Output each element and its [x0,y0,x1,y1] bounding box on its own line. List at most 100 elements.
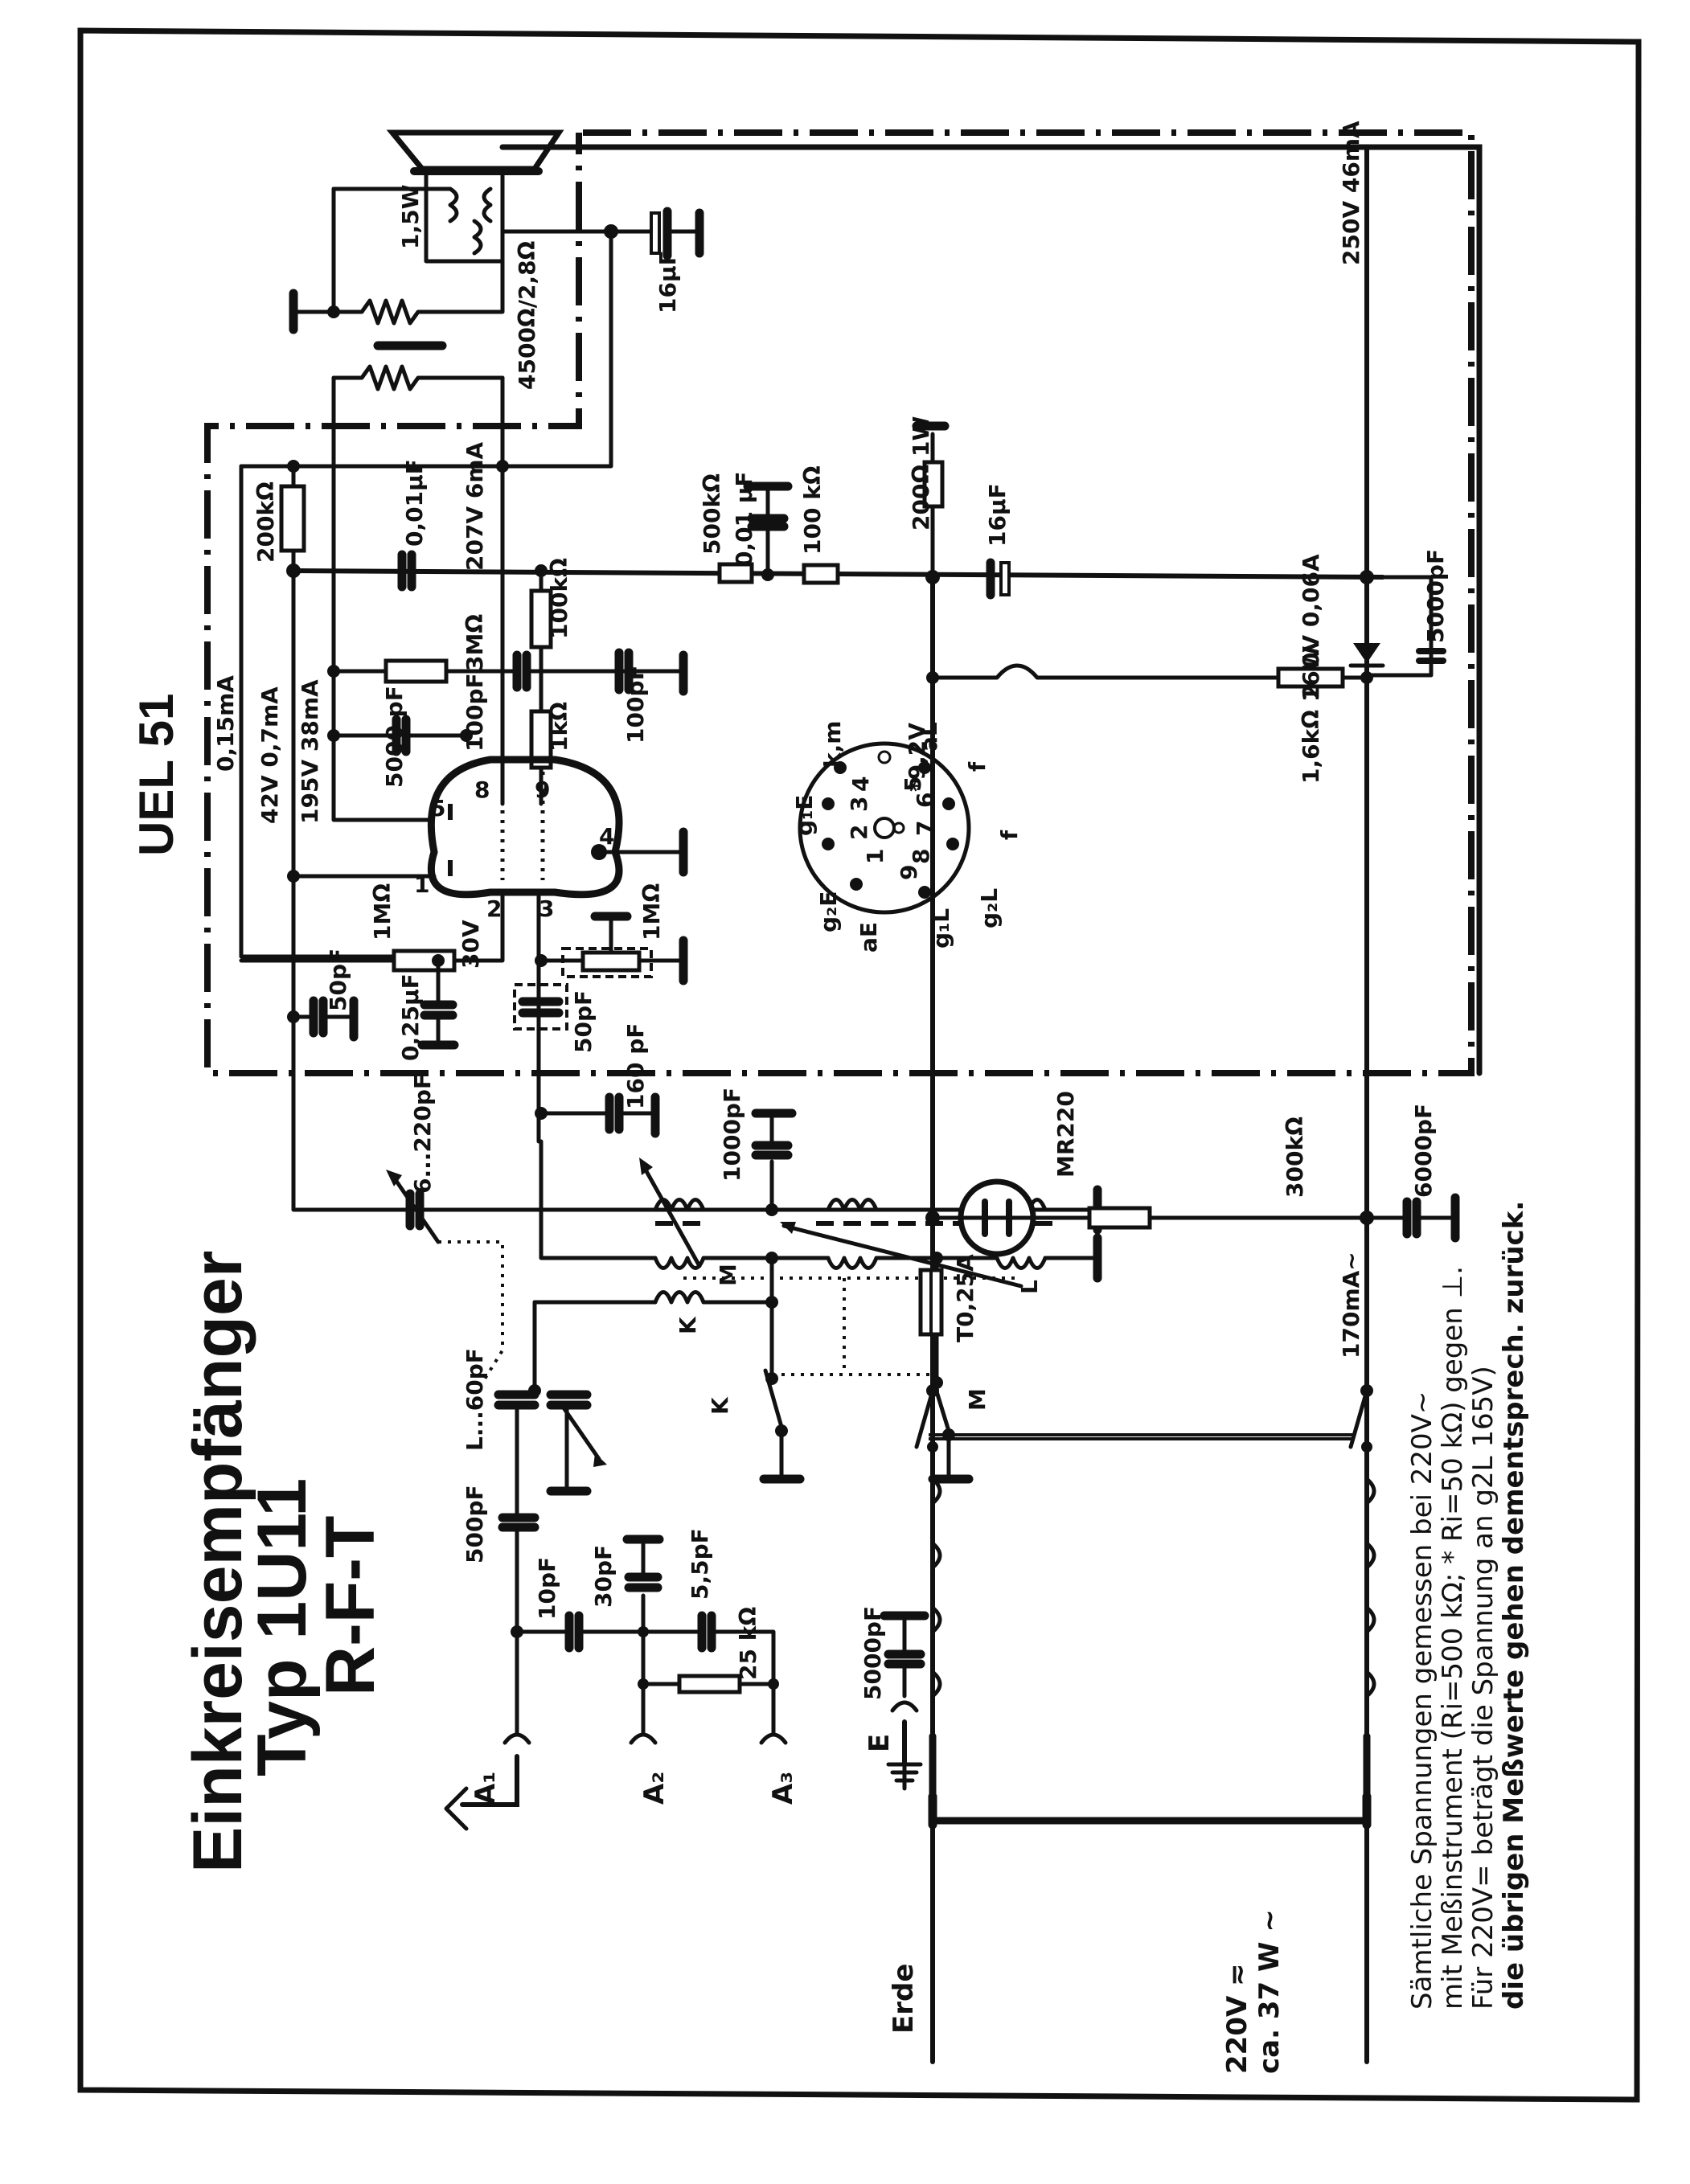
base-pin-3: 3 [846,797,872,812]
electrode-km: k,m [819,721,846,768]
r-1k-label: 1kΩ [546,702,572,752]
cap-16uf-top-label: 16µF [654,250,681,313]
electrode-al: aL [916,722,942,752]
resistor-100k-mid [802,563,840,585]
note-line-2: mit Meßinstrument (Ri=500 kΩ; * Ri=50 kΩ… [1437,1266,1469,2010]
mains-choke-right [1364,1444,1376,1739]
electrode-ae: aE [855,922,882,953]
var-cap-lc-label: L...60pF [461,1348,488,1451]
mains-power-label: ca. 37 W ~ [1253,1909,1286,2074]
resistor-300k [1087,1206,1152,1230]
current-015: 0,15mA [212,675,239,772]
c-16uf-mid-label: 16µF [984,483,1011,547]
c-160pf-label: 160 pF [622,1023,649,1109]
var-cap-main-label: 6...220pF [409,1074,436,1194]
base-pin-9: 9 [896,865,922,880]
switch-m-label: M [964,1388,991,1411]
electrode-f-bottom: f [996,830,1023,840]
r-1m-left-label: 1MΩ [369,883,396,940]
terminal-a2[interactable]: A₂ [638,1772,671,1805]
electrode-g2e: g₂E [815,891,842,932]
c-500pf-label: 500pF [461,1485,488,1563]
base-pin-6: 6 [912,793,938,808]
c-50pf-shield-label: 50pF [570,990,597,1053]
mains-plug[interactable] [929,1732,1371,1825]
c-50pf-left-label: 50pF [325,949,351,1011]
terminal-e[interactable]: E [863,1734,896,1752]
note-line-4: die übrigen Meßwerte gehen dementsprech.… [1498,1201,1530,2010]
r-16k-16w-label: 1,6kΩ 16W [1298,645,1324,784]
title-line-2: Typ 1U11 [244,1478,321,1776]
pin-5-label: 5 [430,795,445,822]
speaker-cone-icon [386,129,564,172]
switch-k-label: K [707,1396,733,1415]
title-line-3: R-F-T [312,1516,389,1696]
c-6000pf-label: 6000pF [1410,1104,1437,1198]
base-pin-1: 1 [862,849,888,864]
mains-voltage-label: 220V ≂ [1221,1963,1253,2074]
resistor-500k [717,562,754,584]
shield-50pf [513,983,568,1031]
fuse-label: T0,25A [952,1254,978,1342]
resistor-200k [279,484,306,553]
r-25k-label: 25 kΩ [735,1607,761,1680]
c-5000pf-screen-label: 5000 pF [381,686,408,788]
coil-m-label: M [715,1264,741,1286]
c-5000pf-earth-label: 5000pF [859,1606,886,1700]
mains-current-label: 170mA~ [1338,1252,1364,1358]
anode-reading: 207V 6mA [461,441,488,571]
resistor-1m-left [392,949,457,973]
lamp-label: MR220 [1052,1091,1079,1178]
reading-250v: 250V 46mA [1338,121,1364,265]
c-100pf-b-label: 100pF [622,665,649,744]
mains-choke-left [930,1444,942,1739]
r-500k-label: 500kΩ [699,473,725,555]
reading-30v-label: 30V [457,920,484,969]
output-transformer: 4500Ω/2,8Ω [289,240,540,581]
reading-195v: 195V 38mA [297,679,323,824]
terminal-a1[interactable]: A₁ [470,1772,502,1805]
c-001-top-label: 0,01µF [401,459,428,547]
resistor-1m-shield [580,950,642,973]
c-10pf-label: 10pF [534,1557,560,1620]
reading-42v: 42V 0,7mA [256,686,283,824]
c-1000pf-label: 1000pF [719,1088,745,1182]
pin-8-label: 8 [474,776,490,803]
base-pin-4: 4 [847,776,874,792]
base-pin-5: 5 [900,776,926,792]
r-100k-grid-label: 100kΩ [546,558,572,639]
loudspeaker: 1,5W [386,129,564,264]
switch-l-label: L [1016,1280,1043,1294]
tube-enclosure [204,129,1475,1076]
title-block: Einkreisempfänger Typ 1U11 R-F-T [179,1251,389,1873]
earth-ground-icon [886,1762,923,1791]
measurement-notes: Sämtliche Spannungen gemessen bei 220V~ … [1406,1201,1530,2010]
r-200-1w-label: 200Ω 1W [908,416,934,531]
terminal-a3[interactable]: A₃ [767,1772,799,1805]
reading-92v-label: *9,2V [904,723,930,792]
tube-name: UEL 51 [129,694,183,856]
pin-9-label: 9 [535,776,550,803]
title-line-1: Einkreisempfänger [179,1251,256,1873]
r-100k-mid-label: 100 kΩ [799,465,826,555]
c-001-mid-label: 0,01 µF [731,471,757,567]
transformer-ratio: 4500Ω/2,8Ω [514,240,540,390]
base-pin-2: 2 [846,825,872,840]
speaker-power: 1,5W [397,184,424,249]
base-pin-7: 7 [912,821,938,836]
coil-k-label: K [675,1316,701,1334]
r-200k-label: 200kΩ [252,481,279,563]
note-line-3: Für 220V= beträgt die Spannung an g2L 16… [1467,1366,1499,2010]
outer-frame [77,27,1642,2103]
c-5-5pf-label: 5,5pF [687,1528,713,1600]
electrode-g1e: g₁E [791,795,818,836]
erde-label: Erde [888,1964,920,2034]
resistor-25k [677,1674,742,1694]
resistor-3m [384,658,449,684]
c-30pf-label: 30pF [590,1545,617,1608]
r-3m-label: 3MΩ [461,614,488,671]
base-pin-8: 8 [908,849,934,864]
c-025uf-label: 0,25µF [397,973,424,1061]
electrode-g1l: g₁L [928,908,954,949]
